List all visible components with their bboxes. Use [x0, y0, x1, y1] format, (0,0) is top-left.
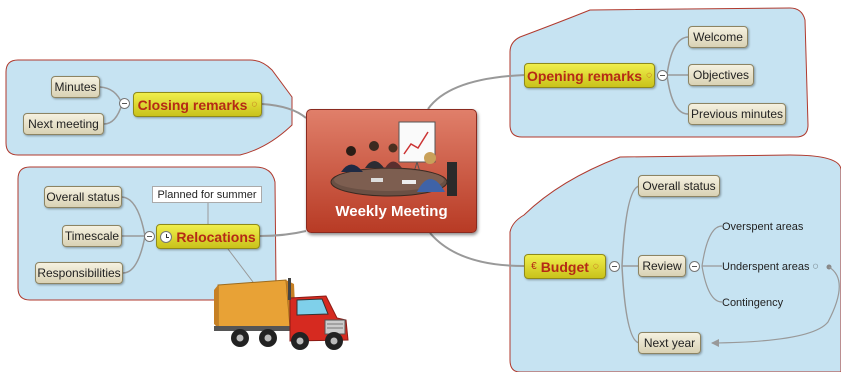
subtopic-contingency[interactable]: Contingency — [722, 295, 783, 310]
subtopic-budget-overall-status[interactable]: Overall status — [638, 175, 720, 197]
budget-label: Budget — [540, 258, 589, 275]
topic-budget[interactable]: € Budget ◌ — [524, 254, 606, 279]
subtopic-objectives-label: Objectives — [692, 68, 750, 82]
subtopic-budget-overall-status-label: Overall status — [642, 179, 716, 193]
subtopic-overall-status[interactable]: Overall status — [44, 186, 122, 208]
collapse-review[interactable] — [689, 261, 700, 272]
topic-closing-remarks[interactable]: Closing remarks ◌ — [133, 92, 262, 117]
subtopic-contingency-label: Contingency — [722, 296, 784, 309]
subtopic-underspent-areas-label: Underspent areas — [722, 260, 810, 273]
central-topic-title: Weekly Meeting — [335, 203, 448, 220]
branch-opening — [427, 74, 526, 110]
subtopic-next-year-label: Next year — [643, 336, 696, 350]
collapse-relocations[interactable] — [144, 231, 155, 242]
central-topic[interactable]: Weekly Meeting — [306, 109, 477, 233]
money-icon: € — [531, 261, 537, 272]
branch-budget — [429, 232, 525, 267]
branch-closing — [261, 103, 307, 119]
attachment-icon: ◌ — [812, 261, 819, 272]
subtopic-welcome-label: Welcome — [693, 30, 743, 44]
attachment-icon: ◌ — [251, 99, 258, 110]
subtopic-next-meeting-label: Next meeting — [28, 117, 99, 131]
truck-image — [214, 278, 349, 350]
subtopic-responsibilities-label: Responsibilities — [37, 266, 121, 280]
subtopic-minutes[interactable]: Minutes — [51, 76, 100, 98]
subtopic-timescale[interactable]: Timescale — [62, 225, 122, 247]
subtopic-review-label: Review — [642, 259, 682, 273]
meeting-clipart — [330, 121, 457, 197]
subtopic-next-meeting[interactable]: Next meeting — [23, 113, 104, 135]
closing-remarks-label: Closing remarks — [137, 96, 248, 113]
collapse-budget[interactable] — [609, 261, 620, 272]
subtopic-underspent-areas[interactable]: Underspent areas◌ — [722, 259, 818, 274]
topic-opening-remarks[interactable]: Opening remarks ◌ — [524, 63, 655, 88]
subtopic-overspent-areas[interactable]: Overspent areas — [722, 219, 803, 234]
collapse-opening-remarks[interactable] — [657, 70, 668, 81]
subtopic-next-year[interactable]: Next year — [638, 332, 701, 354]
clock-icon — [160, 230, 173, 243]
relocations-label: Relocations — [176, 228, 256, 245]
subtopic-objectives[interactable]: Objectives — [688, 64, 754, 86]
relationship-arrow — [711, 266, 840, 344]
attachment-icon: ◌ — [646, 70, 653, 81]
subtopic-minutes-label: Minutes — [54, 80, 97, 94]
subtopic-previous-minutes[interactable]: Previous minutes — [688, 103, 786, 125]
callout-planned-for-summer[interactable]: Planned for summer — [152, 186, 262, 203]
subtopic-welcome[interactable]: Welcome — [688, 26, 748, 48]
subtopic-previous-minutes-label: Previous minutes — [690, 107, 784, 121]
collapse-closing-remarks[interactable] — [119, 98, 130, 109]
subtopic-review[interactable]: Review — [638, 255, 686, 277]
subtopic-timescale-label: Timescale — [64, 229, 120, 243]
subtopic-overall-status-label: Overall status — [46, 190, 120, 204]
opening-remarks-label: Opening remarks — [526, 67, 643, 84]
subtopic-responsibilities[interactable]: Responsibilities — [35, 262, 123, 284]
callout-label: Planned for summer — [157, 188, 257, 201]
branch-relocations — [259, 230, 307, 237]
attachment-icon: ◌ — [592, 261, 599, 272]
topic-relocations[interactable]: Relocations — [156, 224, 260, 249]
subtopic-overspent-areas-label: Overspent areas — [722, 220, 804, 233]
